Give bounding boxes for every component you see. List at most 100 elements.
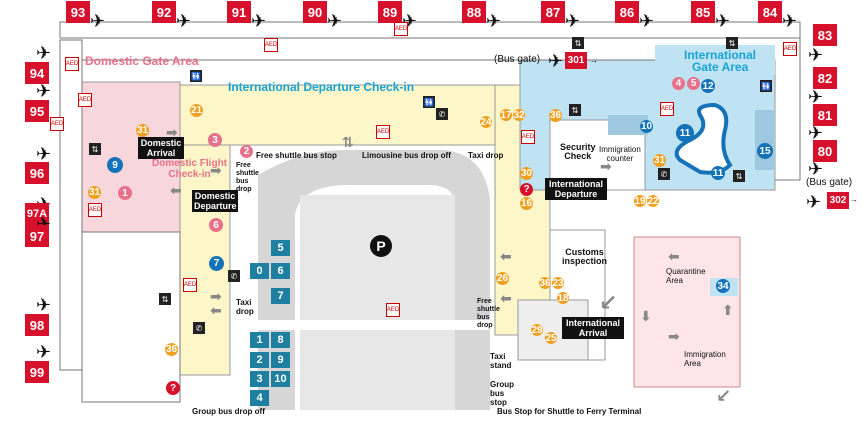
- arrow-right-icon: ➡: [210, 288, 222, 304]
- facility-30[interactable]: 30: [520, 167, 533, 180]
- facility-26[interactable]: 26: [496, 272, 509, 285]
- gate-86[interactable]: 86: [615, 1, 639, 23]
- info-icon[interactable]: ?: [520, 183, 533, 196]
- facility-7[interactable]: 7: [209, 256, 224, 271]
- gate-89[interactable]: 89: [378, 1, 402, 23]
- airplane-icon: ✈: [808, 123, 824, 143]
- gate-96[interactable]: 96: [25, 162, 49, 184]
- arrow-right-icon: ➡: [210, 162, 222, 178]
- gate-80[interactable]: 80: [813, 140, 837, 162]
- facility-5[interactable]: 5: [687, 77, 700, 90]
- facility-19[interactable]: 19: [634, 195, 646, 207]
- gate-97[interactable]: 97: [25, 225, 49, 247]
- facility-4[interactable]: 4: [672, 77, 685, 90]
- facility-2[interactable]: 2: [240, 145, 253, 158]
- facility-3[interactable]: 3: [208, 133, 222, 147]
- facility-1[interactable]: 1: [118, 186, 132, 200]
- limousine-bus-drop-off-label: Limousine bus drop off: [362, 151, 451, 160]
- gate-98[interactable]: 98: [25, 314, 49, 336]
- parking-icon: P: [370, 235, 392, 257]
- facility-11[interactable]: 11: [676, 124, 694, 142]
- bus-stop-1[interactable]: 1: [250, 332, 269, 348]
- facility-25[interactable]: 25: [545, 332, 557, 344]
- info-icon[interactable]: ?: [166, 381, 180, 395]
- bus-gate-301[interactable]: 301: [565, 52, 587, 69]
- quarantine-area-label: Quarantine Area: [666, 267, 706, 285]
- facility-31b[interactable]: 31: [88, 186, 101, 199]
- airplane-icon: ✈: [36, 144, 52, 164]
- airplane-icon: ✈: [36, 43, 52, 63]
- airplane-icon: ✈: [808, 159, 824, 179]
- arrow-left-icon: ⬅: [170, 182, 182, 198]
- gate-88[interactable]: 88: [462, 1, 486, 23]
- gate-87[interactable]: 87: [541, 1, 565, 23]
- airplane-icon: ✈: [36, 342, 52, 362]
- arrow-right-icon: ➡: [600, 158, 612, 174]
- gate-82[interactable]: 82: [813, 67, 837, 89]
- gate-97a[interactable]: 97A: [25, 203, 49, 225]
- group-bus-stop-label: Group bus stop: [490, 380, 514, 407]
- facility-31[interactable]: 31: [136, 124, 149, 137]
- gate-92[interactable]: 92: [152, 1, 176, 23]
- gate-83[interactable]: 83: [813, 24, 837, 46]
- facility-18[interactable]: 18: [557, 292, 569, 304]
- airplane-icon: ✈: [808, 87, 824, 107]
- facility-17[interactable]: 17: [500, 109, 512, 121]
- domestic-arrival-label: Domestic Arrival: [138, 137, 184, 159]
- facility-29[interactable]: 29: [531, 324, 543, 336]
- gate-91[interactable]: 91: [227, 1, 251, 23]
- gate-84[interactable]: 84: [758, 1, 782, 23]
- international-arrival-label: International Arrival: [562, 317, 624, 339]
- facility-36[interactable]: 36: [165, 343, 178, 356]
- bus-stop-10[interactable]: 10: [271, 371, 290, 387]
- facility-23[interactable]: 23: [552, 277, 564, 289]
- customs-inspection-label: Customs inspection: [562, 247, 608, 266]
- free-shuttle-bus-drop-b-label: Free shuttle bus drop: [477, 298, 500, 329]
- bus-stop-5[interactable]: 5: [271, 240, 290, 256]
- aed-icon: AED: [264, 38, 278, 52]
- facility-6[interactable]: 6: [209, 218, 223, 232]
- bus-stop-3[interactable]: 3: [250, 371, 269, 387]
- elevator-icon: ⇅: [572, 37, 584, 49]
- gate-95[interactable]: 95: [25, 100, 49, 122]
- arrow-right-icon: ➡: [668, 328, 680, 344]
- bus-stop-7[interactable]: 7: [271, 288, 290, 304]
- facility-16[interactable]: 16: [520, 197, 533, 210]
- arrow-left-icon: ⬅: [500, 290, 512, 306]
- facility-11b[interactable]: 11: [711, 166, 725, 180]
- facility-34[interactable]: 34: [716, 279, 730, 293]
- facility-36b[interactable]: 36: [549, 109, 562, 122]
- gate-99[interactable]: 99: [25, 361, 49, 383]
- facility-32[interactable]: 32: [513, 109, 525, 121]
- gate-94[interactable]: 94: [25, 62, 49, 84]
- bus-stop-9[interactable]: 9: [271, 352, 290, 368]
- gate-81[interactable]: 81: [813, 104, 837, 126]
- facility-21[interactable]: 21: [190, 104, 203, 117]
- phone-icon: ✆: [228, 270, 240, 282]
- facility-12[interactable]: 12: [701, 79, 715, 93]
- bus-stop-6[interactable]: 6: [271, 263, 290, 279]
- elevator-icon: ⇅: [569, 104, 581, 116]
- bus-stop-8[interactable]: 8: [271, 332, 290, 348]
- international-departure-label: International Departure: [545, 178, 607, 200]
- gate-90[interactable]: 90: [303, 1, 327, 23]
- gate-85[interactable]: 85: [691, 1, 715, 23]
- arrow-left-icon: ⬅: [210, 302, 222, 318]
- elevator-icon: ⇅: [159, 293, 171, 305]
- facility-9[interactable]: 9: [107, 157, 123, 173]
- facility-15[interactable]: 15: [757, 143, 773, 159]
- bus-gate-302[interactable]: 302: [827, 192, 849, 209]
- taxi-drop-top-label: Taxi drop: [468, 151, 504, 160]
- facility-36c[interactable]: 36: [539, 277, 551, 289]
- domestic-gate-area-label: Domestic Gate Area: [85, 54, 199, 68]
- facility-31c[interactable]: 31: [653, 154, 666, 167]
- facility-22[interactable]: 22: [647, 195, 659, 207]
- facility-10[interactable]: 10: [640, 120, 653, 133]
- international-departure-checkin-label: International Departure Check-in: [228, 80, 415, 94]
- facility-24[interactable]: 24: [480, 116, 492, 128]
- gate-93[interactable]: 93: [66, 1, 90, 23]
- bus-stop-4[interactable]: 4: [250, 390, 269, 406]
- aed-icon: AED: [660, 102, 674, 116]
- bus-stop-0[interactable]: 0: [250, 263, 269, 279]
- bus-stop-2[interactable]: 2: [250, 352, 269, 368]
